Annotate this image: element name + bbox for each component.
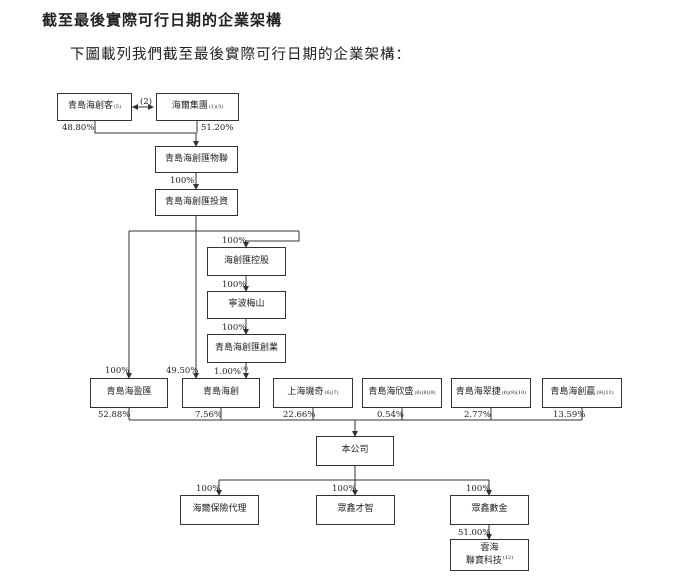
page-heading: 截至最後實際可行日期的企業架構 xyxy=(42,11,283,29)
entity-haichuanghui-touzi: 青島海創匯投資 xyxy=(155,189,238,216)
pct-haicuijie-company: 2.77% xyxy=(464,410,492,420)
entity-haichuanghui-konggu: 海創匯控股 xyxy=(207,247,286,276)
entity-qingdao-haichuang: 青島海創 xyxy=(182,378,260,408)
pct-haier: 51.20% xyxy=(201,123,234,133)
line-haichuangke xyxy=(94,121,196,134)
pct-meishan-chuangye: 100% xyxy=(222,323,247,333)
pct-xiqi-company: 22.66% xyxy=(283,410,316,420)
pct-haiyinghui-company: 52.88% xyxy=(98,410,131,420)
entity-company: 本公司 xyxy=(316,436,394,466)
pct-haichuangying-company: 13.59% xyxy=(553,410,586,420)
entity-yunhai: 雲海 聯寶科技(12) xyxy=(450,539,529,571)
pct-company-baoxian: 100% xyxy=(196,484,221,494)
intro-text: 下圖載列我們截至最後實際可行日期的企業架構： xyxy=(70,47,411,63)
entity-haichuanghui-wulian: 青島海創匯物聯 xyxy=(155,146,238,173)
pct-shujin-yunhai: 51.00% xyxy=(458,528,491,538)
pct-konggu-meishan: 100% xyxy=(222,280,247,290)
pct-touzi-haichuang: 49.50% xyxy=(166,366,199,376)
entity-ningbo-meishan: 寧波梅山 xyxy=(207,291,286,319)
entity-zhongxin-shujin: 眾鑫數金 xyxy=(450,495,529,525)
entity-shanghai-xiqi: 上海璣奇(6)(7) xyxy=(273,378,353,408)
entity-haier-group: 海爾集團(1)(3) xyxy=(156,93,239,121)
line-to-konggu xyxy=(243,231,300,248)
entity-qingdao-haixinsheng: 青島海欣盛(6)(8)(9) xyxy=(362,378,442,408)
pct-haixinsheng-company: 0.54% xyxy=(377,410,405,420)
link-note: (2) xyxy=(140,97,153,107)
entity-haichuanghui-chuangye: 青島海創匯創業 xyxy=(207,334,286,363)
pct-company-caizhi: 100% xyxy=(332,484,357,494)
pct-wulian-touzi: 100% xyxy=(170,176,195,186)
pct-chuangye-haichuang: 1.00%(4) xyxy=(214,366,249,377)
entity-qingdao-haichuangying: 青島海創贏(9)(11) xyxy=(542,378,622,408)
entity-qingdao-haichuangke: 青島海創客(5) xyxy=(57,93,132,121)
entity-qingdao-haicuijie: 青島海翠捷(6)(9)(10) xyxy=(451,378,531,408)
pct-touzi-konggu: 100% xyxy=(222,236,247,246)
pct-haichuangke: 48.80% xyxy=(62,123,95,133)
entity-haier-baoxian: 海爾保險代理 xyxy=(180,495,259,525)
pct-haichuang-company: 7.56% xyxy=(195,410,223,420)
pct-company-shujin: 100% xyxy=(466,484,491,494)
pct-touzi-haiyinghui: 100% xyxy=(105,366,130,376)
entity-qingdao-haiyinghui: 青島海盈匯 xyxy=(90,378,168,408)
entity-zhongxin-caizhi: 眾鑫才智 xyxy=(316,495,395,525)
